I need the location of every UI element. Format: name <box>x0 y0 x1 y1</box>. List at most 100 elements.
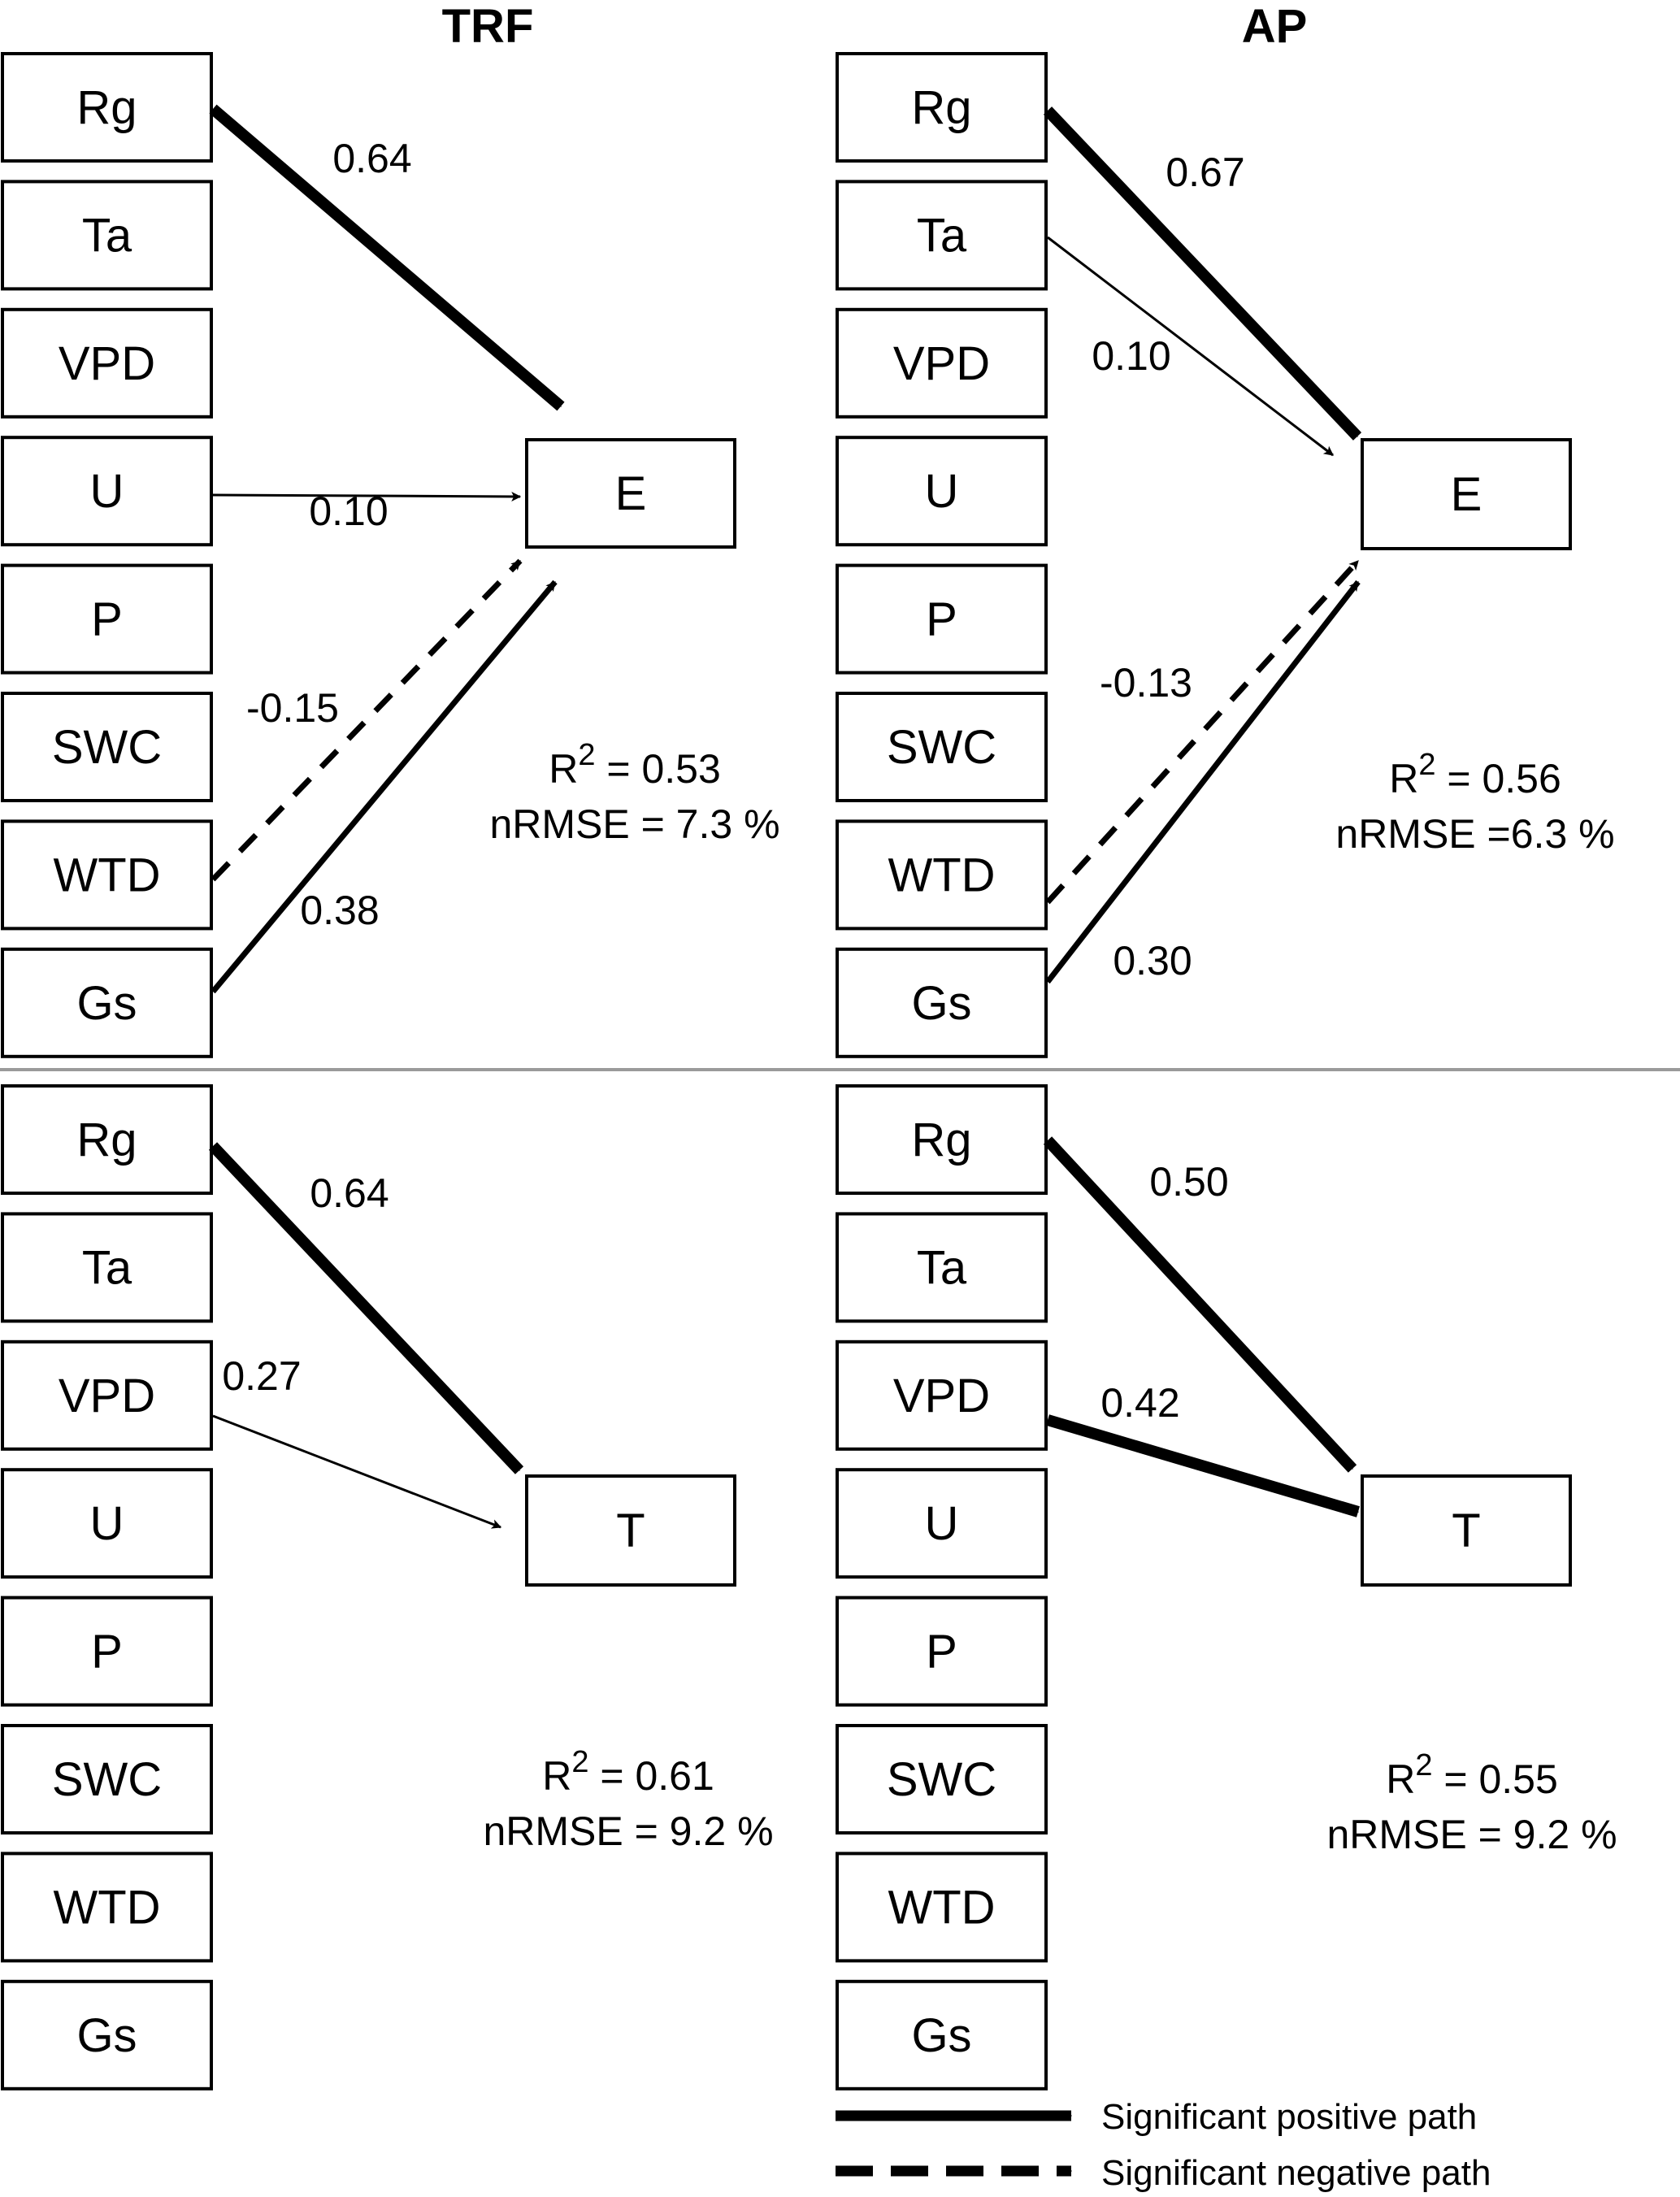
predictor-box-frame <box>836 180 1048 291</box>
predictor-label: Gs <box>911 2009 971 2062</box>
predictor-box-ta: Ta <box>1 1212 213 1323</box>
predictor-label: Rg <box>76 81 137 134</box>
predictor-box-frame <box>836 1979 1048 2091</box>
predictor-box-frame <box>836 1339 1048 1451</box>
predictor-box-frame <box>1 52 213 163</box>
column-title-ap: AP <box>1242 0 1308 53</box>
r-squared-symbol: R <box>549 746 578 792</box>
predictor-box-frame <box>1 692 213 802</box>
predictor-box-frame <box>1 436 213 547</box>
r-squared-value: = 0.61 <box>588 1753 714 1799</box>
predictor-box-frame <box>836 1596 1048 1707</box>
path-arrow-rg-to-e <box>209 104 565 411</box>
target-box-frame <box>1361 438 1572 550</box>
predictor-box-rg: Rg <box>1 52 213 163</box>
predictor-label: Gs <box>76 2009 137 2062</box>
path-arrow-gs-to-e <box>1045 580 1361 984</box>
target-box-t: T <box>1361 1474 1572 1587</box>
predictor-box-gs: Gs <box>836 947 1048 1058</box>
r-squared-label: R2 = 0.55 <box>1386 1748 1558 1802</box>
predictor-box-u: U <box>836 436 1048 547</box>
predictor-box-ta: Ta <box>836 1212 1048 1323</box>
path-coefficient-wtd: -0.15 <box>246 685 339 731</box>
predictor-box-frame <box>1 1724 213 1834</box>
r-squared-exponent: 2 <box>1418 748 1435 782</box>
path-coefficient-u: 0.10 <box>309 488 388 534</box>
predictor-box-frame <box>836 52 1048 163</box>
predictor-box-wtd: WTD <box>836 1852 1048 1963</box>
predictor-label: Ta <box>917 1241 967 1294</box>
predictor-label: U <box>90 465 124 518</box>
predictor-box-ta: Ta <box>1 180 213 291</box>
predictor-box-wtd: WTD <box>1 1852 213 1963</box>
r-squared-exponent: 2 <box>578 738 595 772</box>
predictor-label: WTD <box>888 1881 995 1934</box>
path-coefficient-rg: 0.64 <box>332 136 411 181</box>
predictor-label: P <box>926 593 957 646</box>
nrmse-label: nRMSE = 9.2 % <box>483 1808 773 1854</box>
predictor-box-vpd: VPD <box>836 307 1048 419</box>
predictor-box-p: P <box>1 1596 213 1707</box>
path-coefficient-rg: 0.64 <box>310 1170 389 1216</box>
predictor-box-rg: Rg <box>1 1084 213 1195</box>
predictor-label: SWC <box>52 1753 162 1806</box>
predictor-box-frame <box>1 307 213 419</box>
path-coefficient-vpd: 0.27 <box>222 1353 301 1399</box>
predictor-box-wtd: WTD <box>836 819 1048 931</box>
column-title-trf: TRF <box>442 0 534 53</box>
predictor-label: Ta <box>82 1241 132 1294</box>
path-arrow-vpd-to-t <box>1046 1414 1360 1517</box>
predictor-box-frame <box>1 1084 213 1195</box>
target-box-frame <box>1361 1474 1572 1587</box>
predictor-box-u: U <box>1 436 213 547</box>
predictor-box-frame <box>836 307 1048 419</box>
predictor-box-frame <box>836 436 1048 547</box>
predictor-box-swc: SWC <box>1 1724 213 1834</box>
predictor-box-swc: SWC <box>1 692 213 802</box>
path-arrow-rg-to-t <box>1043 1136 1357 1473</box>
predictor-label: WTD <box>53 1881 160 1934</box>
predictor-box-frame <box>836 1212 1048 1323</box>
predictor-box-frame <box>1 1596 213 1707</box>
predictor-box-p: P <box>1 563 213 675</box>
r-squared-value: = 0.53 <box>595 746 720 792</box>
path-coefficient-rg: 0.50 <box>1149 1159 1228 1205</box>
predictor-label: SWC <box>887 721 996 774</box>
r-squared-label: R2 = 0.61 <box>542 1745 714 1799</box>
target-box-t: T <box>525 1474 736 1587</box>
path-coefficient-gs: 0.30 <box>1113 938 1192 983</box>
predictor-box-frame <box>1 1468 213 1579</box>
predictor-box-frame <box>1 1339 213 1451</box>
predictor-box-vpd: VPD <box>1 307 213 419</box>
predictor-box-rg: Rg <box>836 52 1048 163</box>
predictor-box-ta: Ta <box>836 180 1048 291</box>
path-arrow-rg-to-t <box>208 1142 524 1474</box>
predictor-box-frame <box>836 1468 1048 1579</box>
predictor-label: VPD <box>893 337 990 390</box>
path-arrow-wtd-to-e <box>211 558 523 882</box>
predictor-label: U <box>925 465 959 518</box>
predictor-box-swc: SWC <box>836 692 1048 802</box>
predictor-box-frame <box>836 819 1048 931</box>
r-squared-symbol: R <box>542 1753 571 1799</box>
predictor-box-frame <box>836 1724 1048 1834</box>
predictor-box-gs: Gs <box>1 947 213 1058</box>
predictor-box-frame <box>836 1852 1048 1963</box>
predictor-box-frame <box>1 1979 213 2091</box>
target-label: E <box>1451 468 1482 521</box>
predictor-box-vpd: VPD <box>1 1339 213 1451</box>
r-squared-exponent: 2 <box>1415 1748 1432 1782</box>
predictor-box-vpd: VPD <box>836 1339 1048 1451</box>
predictor-box-swc: SWC <box>836 1724 1048 1834</box>
predictor-box-frame <box>836 1084 1048 1195</box>
predictor-box-frame <box>1 1852 213 1963</box>
predictor-box-frame <box>836 692 1048 802</box>
predictor-label: SWC <box>52 721 162 774</box>
predictor-box-frame <box>1 563 213 675</box>
predictor-box-u: U <box>836 1468 1048 1579</box>
